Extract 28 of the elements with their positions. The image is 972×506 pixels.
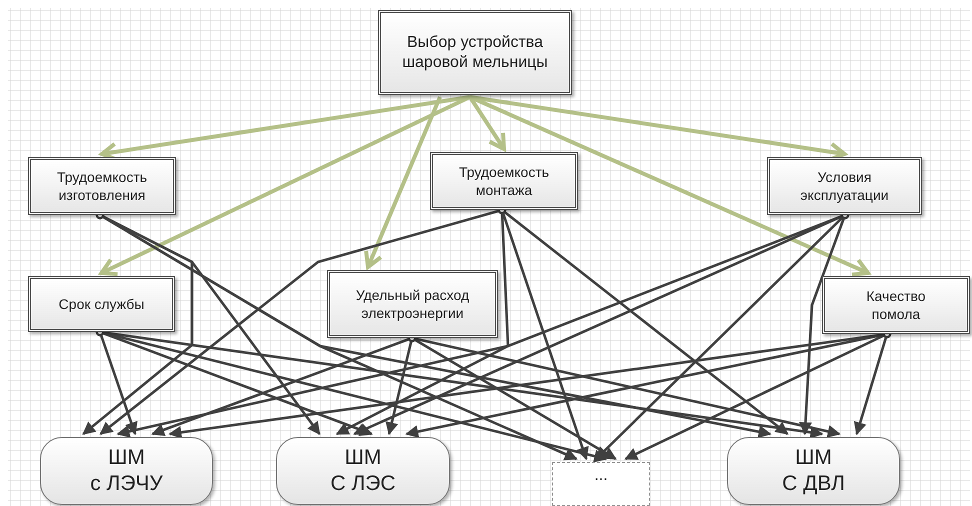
alternative-box xyxy=(40,437,213,505)
alternative-box xyxy=(276,437,450,505)
node-label: ШМ xyxy=(108,445,145,471)
criterion-box xyxy=(767,157,922,215)
criterion-box xyxy=(430,152,578,210)
criterion-box xyxy=(28,276,175,332)
node-label: Качество помола xyxy=(865,287,927,323)
criterion-box xyxy=(822,276,970,334)
arrow xyxy=(469,95,870,277)
node-label: ... xyxy=(594,467,608,485)
node-label: с ЛЭЧУ xyxy=(90,471,163,497)
goal-box xyxy=(378,10,572,95)
node-label: Трудоемкость изготовления xyxy=(56,168,148,204)
node-label: С ЛЭС xyxy=(330,471,396,497)
node-label: Условия эксплуатации xyxy=(799,168,890,204)
placeholder-box xyxy=(552,462,650,506)
node-label: Удельный расход электроэнергии xyxy=(354,286,470,322)
node-label: ШМ xyxy=(795,445,832,471)
node-label: ШМ xyxy=(344,445,382,471)
arrow xyxy=(364,96,442,269)
alternative-box xyxy=(727,437,900,505)
criterion-box xyxy=(28,157,176,215)
criterion-box xyxy=(327,270,498,338)
node-label: Срок службы xyxy=(58,295,144,313)
node-label: С ДВЛ xyxy=(782,471,845,497)
node-label: Трудоемкость монтажа xyxy=(458,163,550,199)
arrow xyxy=(100,95,471,276)
node-label: Выбор устройства шаровой мельницы xyxy=(401,32,549,72)
